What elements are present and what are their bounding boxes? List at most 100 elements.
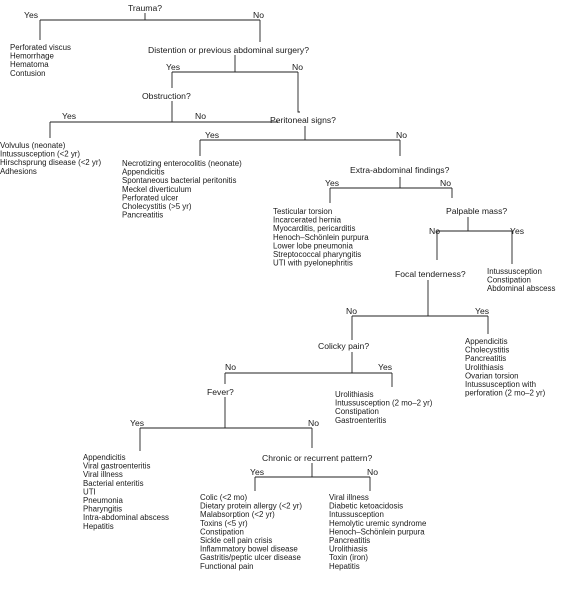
list-item: Pharyngitis: [83, 505, 122, 514]
list-item: Pancreatitis: [465, 354, 506, 363]
list-item: Spontaneous bacterial peritonitis: [122, 176, 237, 185]
list-item: Functional pain: [200, 562, 254, 571]
question-palpable-mass: Palpable mass?: [446, 206, 507, 216]
list-item: perforation (2 mo–2 yr): [465, 389, 546, 398]
list-item: Toxin (iron): [329, 553, 368, 562]
connector-fever: [139, 397, 313, 451]
list-item: UTI with pyelonephritis: [273, 259, 353, 268]
no-label: No: [440, 178, 451, 188]
list-item: Dietary protein allergy (<2 yr): [200, 502, 302, 511]
list-item: Appendicitis: [465, 337, 508, 346]
list-item: Gastroenteritis: [335, 416, 386, 425]
list-item: Incarcerated hernia: [273, 216, 342, 225]
list-item: Pancreatitis: [329, 536, 370, 545]
no-label: No: [195, 111, 206, 121]
list-item: Urolithiasis: [335, 390, 374, 399]
yes-label: Yes: [378, 362, 392, 372]
list-item: Intussusception with: [465, 380, 536, 389]
list-item: Contusion: [10, 69, 46, 78]
list-item: Viral illness: [83, 470, 123, 479]
list-item: Constipation: [487, 276, 531, 285]
no-label: No: [396, 130, 407, 140]
list-item: Toxins (<5 yr): [200, 519, 248, 528]
branch-labels: Yes No Yes No Yes No Yes No Yes No No Ye…: [24, 10, 524, 477]
list-item: Hemorrhage: [10, 52, 54, 61]
question-nodes: Trauma? Distention or previous abdominal…: [128, 3, 507, 463]
list-item: Appendicitis: [122, 168, 165, 177]
list-item: Sickle cell pain crisis: [200, 536, 272, 545]
no-label: No: [346, 306, 357, 316]
list-item: Gastritis/peptic ulcer disease: [200, 553, 301, 562]
question-chronic-pattern: Chronic or recurrent pattern?: [262, 453, 373, 463]
yes-label: Yes: [166, 62, 180, 72]
connector-palpable-mass: [436, 217, 513, 264]
list-item: Diabetic ketoacidosis: [329, 502, 403, 511]
list-item: Hematoma: [10, 60, 49, 69]
list-peritoneal-yes: Necrotizing enterocolitis (neonate)Appen…: [122, 159, 242, 220]
list-item: Malabsorption (<2 yr): [200, 510, 275, 519]
question-colicky-pain: Colicky pain?: [318, 341, 369, 351]
no-label: No: [429, 226, 440, 236]
list-item: Hepatitis: [329, 562, 360, 571]
connector-peritoneal: [199, 126, 401, 156]
list-item: Perforated ulcer: [122, 193, 179, 202]
list-item: UTI: [83, 487, 96, 496]
list-item: Adhesions: [0, 167, 37, 176]
question-distention: Distention or previous abdominal surgery…: [148, 45, 309, 55]
list-item: Constipation: [335, 407, 379, 416]
connector-focal-tenderness: [351, 280, 489, 340]
yes-label: Yes: [130, 418, 144, 428]
list-item: Necrotizing enterocolitis (neonate): [122, 159, 242, 168]
yes-label: Yes: [325, 178, 339, 188]
list-item: Cholecystitis (>5 yr): [122, 202, 192, 211]
connector-chronic: [254, 463, 371, 491]
list-item: Inflammatory bowel disease: [200, 545, 298, 554]
list-chronic-yes: Colic (<2 mo)Dietary protein allergy (<2…: [200, 493, 302, 571]
list-obstruction-yes: Volvulus (neonate)Intussusception (<2 yr…: [0, 141, 101, 176]
list-item: Henoch–Schönlein purpura: [329, 527, 425, 536]
list-item: Viral illness: [329, 493, 369, 502]
connector-colicky-pain: [224, 352, 393, 387]
list-item: Henoch–Schönlein purpura: [273, 233, 369, 242]
list-item: Intussusception (<2 yr): [0, 150, 80, 159]
list-item: Intussusception: [487, 267, 542, 276]
question-trauma: Trauma?: [128, 3, 162, 13]
no-label: No: [308, 418, 319, 428]
question-peritoneal-signs: Peritoneal signs?: [270, 115, 336, 125]
list-item: Colic (<2 mo): [200, 493, 248, 502]
list-item: Pancreatitis: [122, 211, 163, 220]
list-item: Hemolytic uremic syndrome: [329, 519, 427, 528]
no-label: No: [367, 467, 378, 477]
yes-label: Yes: [24, 10, 38, 20]
list-item: Viral gastroenteritis: [83, 462, 150, 471]
list-item: Myocarditis, pericarditis: [273, 224, 355, 233]
list-item: Hirschsprung disease (<2 yr): [0, 158, 101, 167]
connector-trauma: [39, 13, 261, 42]
question-extra-abdominal-findings: Extra-abdominal findings?: [350, 165, 450, 175]
no-label: No: [292, 62, 303, 72]
list-item: Lower lobe pneumonia: [273, 241, 353, 250]
list-item: Appendicitis: [83, 453, 126, 462]
list-item: Intussusception: [329, 510, 384, 519]
no-label: No: [253, 10, 264, 20]
yes-label: Yes: [205, 130, 219, 140]
question-obstruction: Obstruction?: [142, 91, 191, 101]
list-item: Pneumonia: [83, 496, 124, 505]
yes-label: Yes: [475, 306, 489, 316]
connector-distention: [171, 55, 300, 113]
connector-extra-abdominal: [329, 177, 453, 203]
question-fever: Fever?: [207, 387, 234, 397]
list-item: Cholecystitis: [465, 346, 509, 355]
list-item: Testicular torsion: [273, 207, 332, 216]
list-item: Intra-abdominal abscess: [83, 513, 169, 522]
connector-obstruction: [49, 101, 278, 138]
list-item: Constipation: [200, 527, 244, 536]
question-focal-tenderness: Focal tenderness?: [395, 269, 466, 279]
